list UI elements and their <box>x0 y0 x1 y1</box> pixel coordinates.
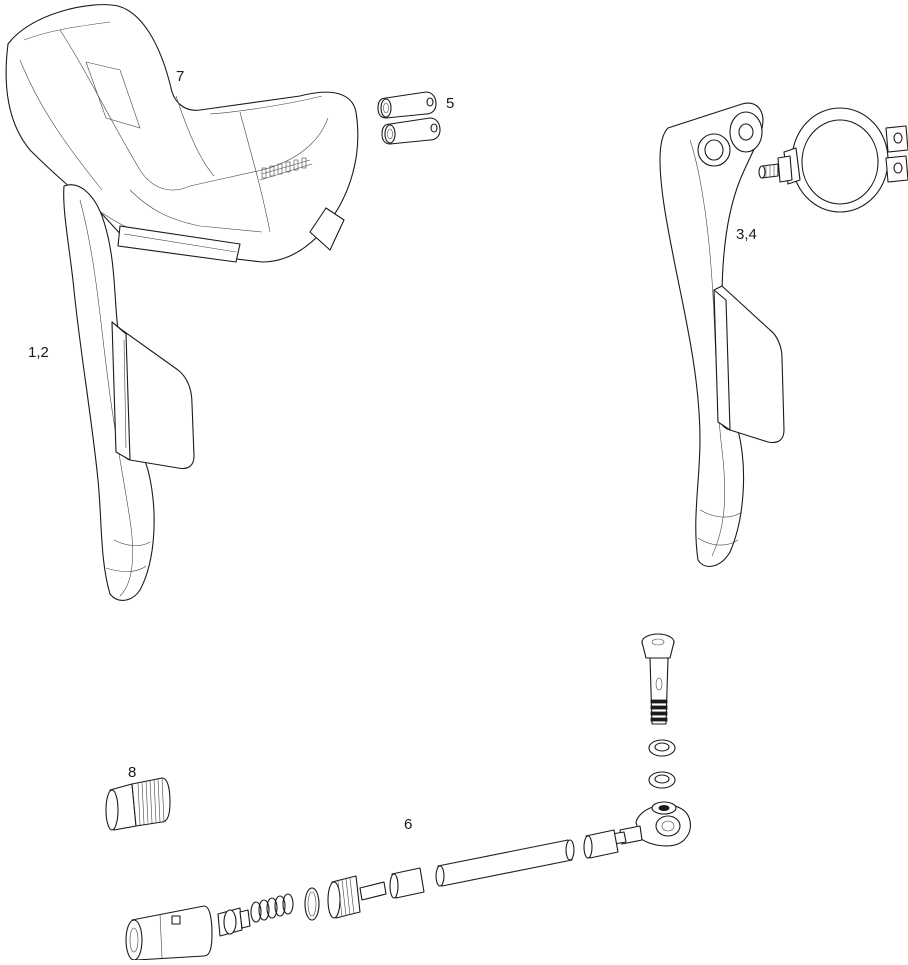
callout-label-1-2: 1,2 <box>28 344 49 361</box>
lever-clamp <box>758 107 908 213</box>
callout-label-7: 7 <box>176 68 185 85</box>
callout-label-5: 5 <box>446 95 455 112</box>
shift-lever-body <box>5 4 359 601</box>
callout-label-6: 6 <box>404 816 413 833</box>
brake-lever-blade <box>659 102 785 567</box>
pin-set <box>377 91 441 145</box>
callout-label-8: 8 <box>128 764 137 781</box>
threaded-fitting <box>105 777 171 831</box>
callout-label-3-4: 3,4 <box>736 226 757 243</box>
hose-assembly <box>125 633 691 961</box>
